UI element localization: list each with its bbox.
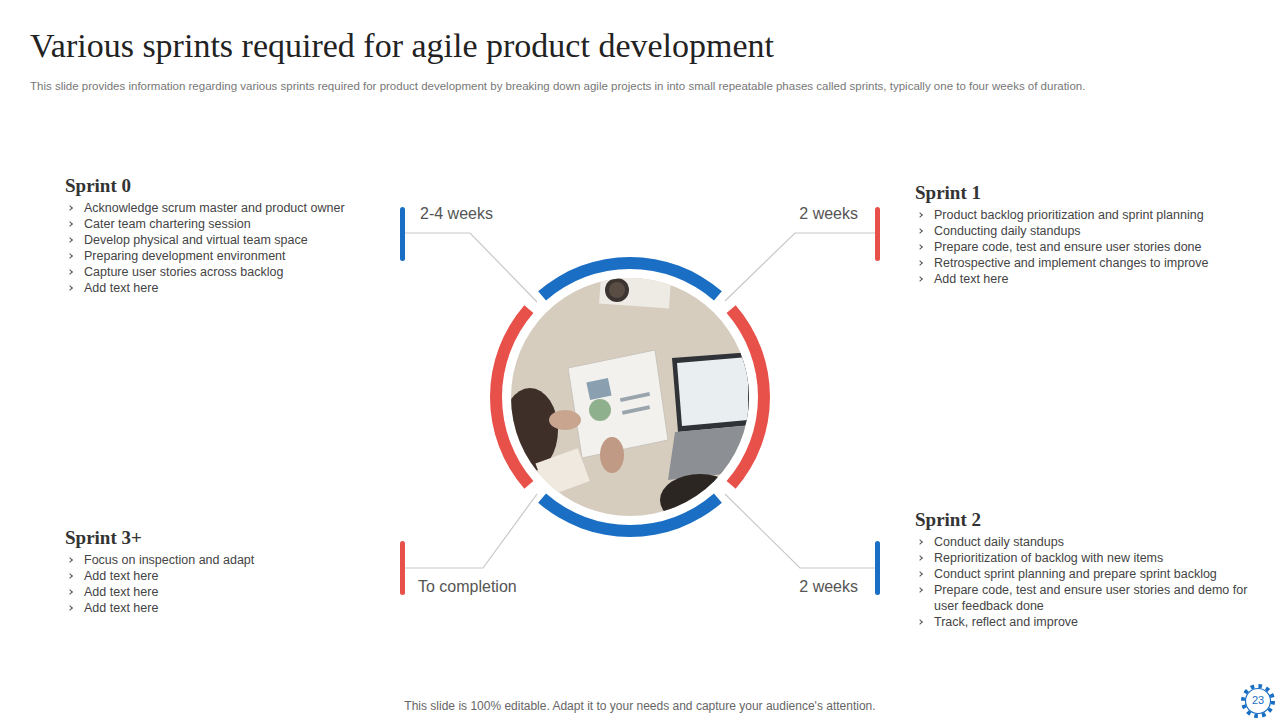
photo-hand bbox=[549, 410, 581, 430]
duration-label: To completion bbox=[418, 577, 517, 596]
leader-line bbox=[725, 233, 875, 301]
slide-title: Various sprints required for agile produ… bbox=[30, 26, 774, 67]
duration-bar bbox=[400, 207, 405, 261]
sprint-task: Add text here bbox=[65, 600, 375, 616]
sprint-task: Prepare code, test and ensure user stori… bbox=[915, 582, 1260, 614]
photo-paper bbox=[599, 276, 671, 309]
sprint-ring bbox=[490, 257, 770, 537]
photo-hand bbox=[600, 437, 624, 473]
sprint-task: Capture user stories across backlog bbox=[65, 264, 375, 280]
duration-label: 2 weeks bbox=[799, 204, 858, 223]
photo-cup-top bbox=[609, 282, 625, 298]
photo-person bbox=[660, 474, 740, 526]
sprint-heading: Sprint 1 bbox=[915, 183, 1260, 204]
photo-text-line bbox=[620, 392, 650, 402]
photo-text-line bbox=[622, 405, 650, 415]
meeting-photo bbox=[502, 272, 760, 526]
leader-line bbox=[405, 494, 537, 568]
sprint-task: Conduct daily standups bbox=[915, 534, 1260, 550]
duration-label: 2-4 weeks bbox=[420, 204, 493, 223]
sprint-task: Prepare code, test and ensure user stori… bbox=[915, 239, 1260, 255]
page-number: 23 bbox=[1244, 694, 1272, 707]
sprint-task: Conducting daily standups bbox=[915, 223, 1260, 239]
sprint-heading: Sprint 0 bbox=[65, 176, 375, 197]
sprint-block: Sprint 1 Product backlog prioritization a… bbox=[915, 183, 1260, 287]
photo-cup bbox=[605, 278, 629, 302]
sprint-heading: Sprint 3+ bbox=[65, 528, 375, 549]
sprint-task: Acknowledge scrum master and product own… bbox=[65, 200, 375, 216]
leader-line bbox=[405, 233, 537, 302]
sprint-task: Product backlog prioritization and sprin… bbox=[915, 207, 1260, 223]
page-gear-teeth bbox=[1243, 686, 1273, 716]
sprint-task: Cater team chartering session bbox=[65, 216, 375, 232]
slide-caption: This slide provides information regardin… bbox=[30, 79, 1260, 94]
duration-bar bbox=[875, 207, 880, 261]
duration-bar bbox=[875, 541, 880, 595]
duration-label: 2 weeks bbox=[799, 577, 858, 596]
leader-line bbox=[725, 494, 875, 568]
photo-laptop-screen bbox=[672, 352, 752, 432]
footer-note: This slide is 100% editable. Adapt it to… bbox=[0, 699, 1280, 713]
sprint-task: Add text here bbox=[65, 280, 375, 296]
sprint-task: Add text here bbox=[915, 271, 1260, 287]
photo-chart bbox=[586, 378, 611, 400]
sprint-task: Preparing development environment bbox=[65, 248, 375, 264]
sprint-task: Retrospective and implement changes to i… bbox=[915, 255, 1260, 271]
duration-bar bbox=[400, 541, 405, 595]
sprint-block: Sprint 0 Acknowledge scrum master and pro… bbox=[65, 176, 375, 296]
photo-notebook bbox=[536, 448, 590, 496]
sprint-task: Track, reflect and improve bbox=[915, 614, 1260, 630]
sprint-task: Add text here bbox=[65, 584, 375, 600]
photo-laptop-display bbox=[677, 357, 748, 426]
photo-pie bbox=[589, 399, 611, 421]
leader-lines bbox=[405, 233, 875, 568]
sprint-block: Sprint 2 Conduct daily standupsReprioriti… bbox=[915, 510, 1260, 630]
sprint-task: Focus on inspection and adapt bbox=[65, 552, 375, 568]
sprint-task: Develop physical and virtual team space bbox=[65, 232, 375, 248]
sprint-heading: Sprint 2 bbox=[915, 510, 1260, 531]
photo-laptop-keys bbox=[668, 425, 760, 480]
sprint-block: Sprint 3+Focus on inspection and adaptAd… bbox=[65, 528, 375, 616]
sprint-task: Add text here bbox=[65, 568, 375, 584]
sprint-task: Reprioritization of backlog with new ite… bbox=[915, 550, 1260, 566]
sprint-task: Conduct sprint planning and prepare spri… bbox=[915, 566, 1260, 582]
